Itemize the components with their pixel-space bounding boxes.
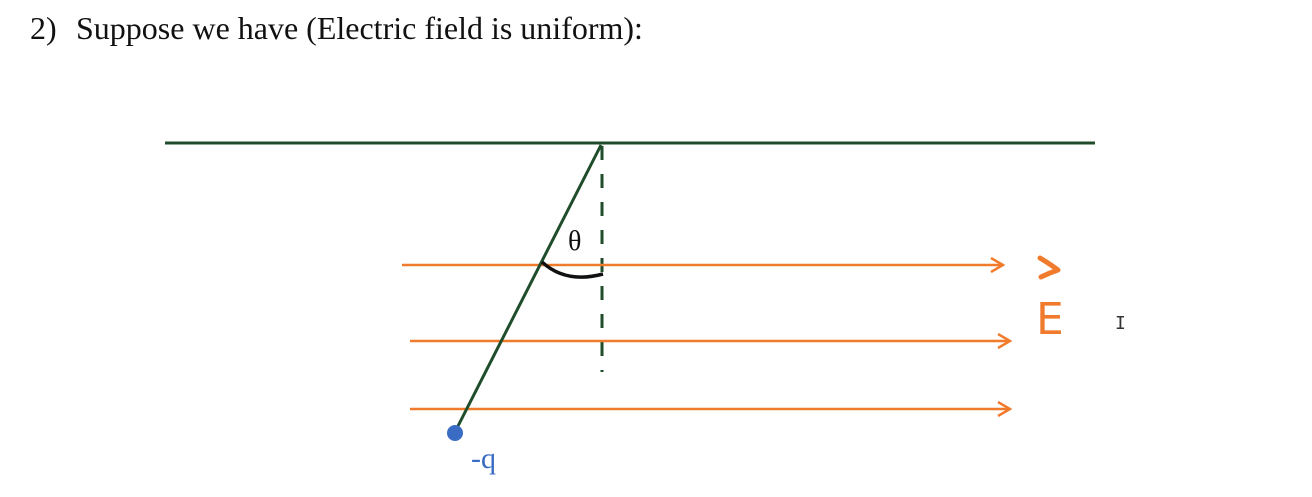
angle-label: θ [568,226,581,257]
question-heading: 2) Suppose we have (Electric field is uni… [30,10,643,47]
field-label: E [1036,294,1064,345]
angle-arc [540,260,604,279]
text-cursor-icon: I [1115,313,1126,334]
charge-label: -q [471,442,496,475]
point-charge [447,425,463,441]
question-number: 2) [30,10,57,46]
question-text: Suppose we have (Electric field is unifo… [76,10,643,46]
field-vector-arrow-icon [1037,255,1061,280]
pendulum-string [455,144,603,429]
